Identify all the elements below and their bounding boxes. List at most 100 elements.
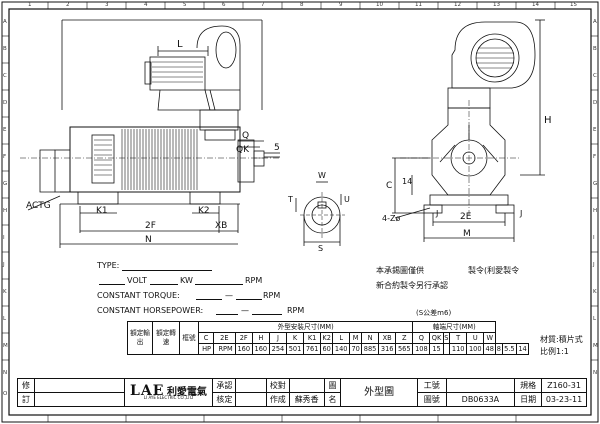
col-header: H: [251, 332, 270, 344]
spec-hp-blank-2: [252, 314, 282, 315]
grid-tick-top: 14: [532, 2, 539, 8]
col-header: W: [483, 332, 497, 344]
grid-tick-top: 3: [105, 2, 109, 8]
table-cell: 14: [516, 343, 529, 355]
spec-kw-blank: [150, 284, 178, 285]
grid-tick-side-right: A: [593, 19, 597, 25]
grid-tick-side-right: C: [593, 73, 597, 79]
dim-label-xb: XB: [215, 221, 228, 231]
dim-label-5: 5: [274, 143, 280, 153]
grid-tick-side-right: K: [593, 289, 597, 295]
grid-tick-top: 2: [66, 2, 70, 8]
table-cell: 48: [483, 343, 497, 355]
grid-tick-top: 6: [222, 2, 226, 8]
dim-label-4z: 4-Zø: [382, 214, 401, 223]
dim-label-q: Q: [242, 131, 250, 141]
header-rated-output: 額定輸出: [127, 321, 153, 355]
table-cell: 761: [303, 343, 322, 355]
revision-blank: [33, 392, 125, 407]
spec-torque-blank-2: [236, 299, 262, 300]
spec-torque-dash: —: [225, 291, 233, 300]
grid-tick-side: G: [3, 181, 8, 187]
spec-rpm-label: RPM: [245, 276, 263, 285]
header-rated-speed: 額定轉速: [152, 321, 180, 355]
dim-label-t: T: [288, 195, 293, 204]
grid-tick-top: 10: [376, 2, 383, 8]
title-block: 修 LAE 利愛電氣 LI AYE ELECTRIC CO.,LTD 承認 校對…: [17, 378, 587, 407]
grid-tick-side-right: E: [593, 127, 597, 133]
col-header: N: [361, 332, 380, 344]
table-cell: 60: [320, 343, 334, 355]
grid-tick-top: 5: [183, 2, 187, 8]
unit-speed: RPM: [213, 343, 236, 355]
work-no-label: 工號: [416, 378, 447, 393]
spec-torque-blank-1: [196, 299, 222, 300]
name-label: 名: [323, 392, 342, 407]
table-cell: 5.5: [501, 343, 518, 355]
header-outline: 外型安裝尺寸(MM): [197, 321, 414, 333]
grid-tick-side: O: [3, 391, 8, 397]
dim-label-actg: ACTG: [26, 201, 51, 211]
date-value: 03-23-11: [541, 392, 587, 407]
col-header: 2F: [234, 332, 253, 344]
date-label: 日期: [514, 392, 543, 407]
spec-volt-label: VOLT: [127, 276, 147, 285]
grid-tick-side: D: [3, 100, 8, 106]
header-shaft: 軸端尺寸(MM): [412, 321, 497, 333]
spec-hp-blank-1: [216, 314, 238, 315]
check-label: 校對: [265, 378, 290, 393]
table-cell: 316: [378, 343, 397, 355]
scale-label: 比例1:1: [540, 347, 569, 356]
grid-tick-side: C: [3, 73, 7, 79]
table-cell: 15: [429, 343, 444, 355]
design-blank: [235, 378, 267, 393]
grid-tick-side-right: D: [593, 100, 598, 106]
grid-tick-side: I: [3, 235, 5, 241]
grid-tick-side: M: [3, 343, 8, 349]
grid-tick-side-right: G: [593, 181, 598, 187]
company-logo: LAE: [130, 383, 165, 399]
note-line-1: 本承錫圖僅供: [376, 266, 424, 275]
col-header: K: [285, 332, 305, 344]
grid-tick-side-right: H: [593, 208, 598, 214]
table-cell: 140: [332, 343, 351, 355]
table-cell: 110: [449, 343, 468, 355]
grid-tick-top: 11: [415, 2, 422, 8]
table-cell: 565: [395, 343, 414, 355]
grid-tick-top: 4: [144, 2, 148, 8]
revision-label-2: 訂: [17, 392, 35, 407]
spec-type-label: TYPE:: [97, 261, 120, 270]
dim-label-s: S: [318, 244, 324, 253]
grid-tick-side-right: B: [593, 46, 597, 52]
spec-value: Z160-31: [541, 378, 587, 393]
col-header: K1: [303, 332, 322, 344]
grid-tick-side: N: [3, 370, 8, 376]
grid-tick-top: 9: [339, 2, 343, 8]
grid-tick-side-right: F: [593, 154, 597, 160]
dim-label-k2: K2: [198, 206, 210, 216]
dim-label-k1: K1: [96, 206, 108, 216]
table-cell: 160: [251, 343, 270, 355]
spec-label: 規格: [514, 378, 543, 393]
col-header: J: [268, 332, 287, 344]
grid-tick-side-right: I: [593, 235, 595, 241]
dim-label-14: 14: [402, 177, 413, 186]
drawing-no-label: 圖號: [416, 392, 447, 407]
spec-constant-torque-label: CONSTANT TORQUE:: [97, 291, 180, 300]
grid-tick-side-right: L: [593, 316, 597, 322]
dim-label-c: C: [386, 181, 393, 191]
approve-label: 核定: [212, 392, 237, 407]
col-header: 2E: [213, 332, 236, 344]
grid-tick-top: 8: [300, 2, 304, 8]
col-header: T: [449, 332, 468, 344]
dimension-table: 額定輸出 額定轉速 框號 外型安裝尺寸(MM) 軸端尺寸(MM) C 2E 2F…: [127, 321, 529, 355]
grid-tick-top: 1: [28, 2, 32, 8]
grid-tick-side: E: [3, 127, 7, 133]
check-blank: [288, 378, 325, 393]
dim-label-l: L: [177, 39, 183, 50]
spec-torque-rpm: RPM: [263, 291, 281, 300]
grid-tick-side: L: [3, 316, 7, 322]
dim-label-2f: 2F: [145, 221, 156, 231]
map-label: 圖: [323, 378, 342, 393]
tolerance-note: (S公差m6): [416, 309, 452, 317]
